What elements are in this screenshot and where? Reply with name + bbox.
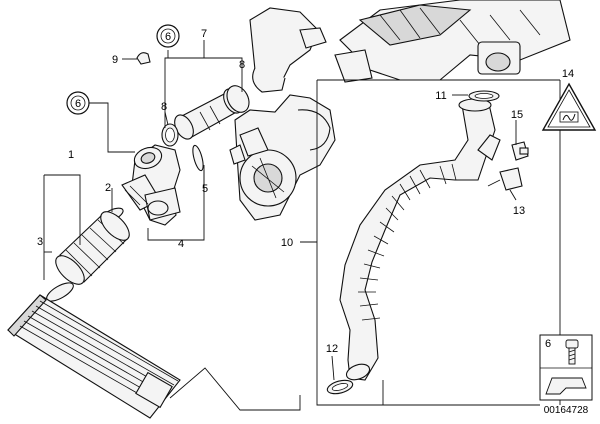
inset-bolt-box (539, 334, 593, 401)
callout-1: 1 (68, 149, 74, 161)
callout-8a: 8 (161, 101, 167, 113)
callout-circle-6b-inner (70, 95, 86, 111)
callout-13: 13 (513, 205, 525, 217)
intake-manifold (334, 0, 571, 83)
callout-4: 4 (178, 238, 184, 250)
callout-circle-6b (66, 91, 90, 115)
main-turbocharger (229, 94, 336, 221)
callout-8b: 8 (239, 59, 245, 71)
callout-11: 11 (435, 90, 446, 102)
callout-circle-6a-inner (160, 28, 176, 44)
gasket-ring-11-inner (474, 93, 494, 99)
inlet-elbow (121, 144, 181, 226)
callout-5: 5 (202, 183, 208, 195)
callout-9: 9 (112, 54, 118, 66)
diagram-code: 00164728 (544, 405, 589, 416)
callout-6b: 6 (75, 98, 81, 110)
callout-circle-6a (156, 24, 180, 48)
callout-15: 15 (511, 109, 523, 121)
charge-pipe-7 (174, 85, 250, 140)
corrugated-hose-1 (55, 211, 130, 285)
callout-2: 2 (105, 182, 111, 194)
callout-7: 7 (201, 28, 207, 40)
gasket-ring-5 (192, 144, 204, 172)
callout-6a: 6 (165, 31, 171, 43)
bolt-icon (565, 339, 579, 365)
charge-hose-10 (339, 98, 501, 381)
callout-10: 10 (281, 237, 293, 249)
seal-cap-9 (136, 52, 151, 65)
pressure-sensor-13 (487, 141, 529, 191)
upper-turbocharger (249, 7, 327, 93)
gasket-ring-12-inner (331, 383, 349, 391)
bracket-shape (545, 377, 587, 395)
callout-3: 3 (37, 236, 43, 248)
inset-callout-6: 6 (545, 338, 551, 350)
intercooler (7, 294, 181, 419)
callout-12: 12 (326, 343, 338, 355)
warning-triangle-icon (541, 82, 597, 131)
gasket-ring-8a-inner (165, 127, 175, 143)
callout-14: 14 (562, 68, 574, 80)
